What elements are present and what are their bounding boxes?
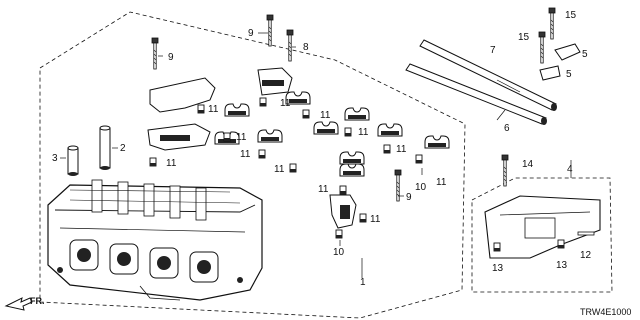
callout-11-j: 11 (318, 184, 329, 195)
callout-7: 7 (490, 45, 496, 56)
sleeve-12 (335, 229, 343, 239)
sleeve-13-b (557, 239, 565, 249)
rocker-shaft-7 (419, 39, 557, 111)
part-3-sleeve (67, 145, 79, 176)
callout-4: 4 (567, 164, 573, 175)
sleeve-4 (223, 132, 231, 142)
leader-lines (60, 32, 572, 278)
callout-11-e: 11 (358, 127, 369, 138)
sleeve-3 (302, 109, 310, 119)
cap-b2 (313, 121, 339, 135)
callout-11: 11 (436, 177, 447, 188)
sleeve-5 (344, 127, 352, 137)
bolt-14 (501, 154, 509, 187)
bearing-cap-group (147, 67, 293, 151)
plate-5-upper (554, 43, 581, 61)
cap-a3 (344, 107, 370, 121)
callout-11-g: 11 (240, 149, 251, 160)
callouts-11-group: 11 11 11 11 11 11 11 11 11 11 11 (166, 98, 407, 225)
sleeve-2 (259, 97, 267, 107)
callout-5-upper: 5 (582, 49, 588, 60)
cap-a1 (224, 103, 250, 117)
diagram-code: TRW4E1000 (580, 307, 631, 317)
cover-4 (484, 195, 601, 259)
sleeve-11 (359, 213, 367, 223)
callout-11-d: 11 (236, 132, 247, 143)
callout-15-lower: 15 (518, 32, 530, 43)
sleeve-13 (415, 154, 423, 164)
callout-14: 14 (522, 159, 534, 170)
cap-b3 (377, 123, 403, 137)
sleeve-6 (149, 157, 157, 167)
callout-8: 8 (303, 42, 309, 53)
bolt-8 (286, 29, 294, 62)
cap-b1 (257, 129, 283, 143)
rocker-shaft-6 (405, 63, 547, 125)
plate-5-lower (539, 65, 561, 81)
callout-9-top: 9 (248, 28, 254, 39)
callout-9-left: 9 (168, 52, 174, 63)
callout-11-f: 11 (166, 158, 177, 169)
bolt-15-lower (538, 31, 546, 64)
sleeve-1 (197, 104, 205, 114)
callout-2: 2 (120, 143, 126, 154)
callout-11-k: 11 (370, 214, 381, 225)
callout-11-c: 11 (320, 110, 331, 121)
group-1-outline (39, 11, 466, 319)
callout-3: 3 (52, 153, 58, 164)
bolt-15-top (548, 7, 556, 40)
callout-11-a: 11 (208, 104, 219, 115)
sleeve-9 (383, 144, 391, 154)
callout-15-top: 15 (565, 10, 577, 21)
bolt-9-top (266, 14, 274, 47)
callout-5-lower: 5 (566, 69, 572, 80)
callout-11-i: 11 (396, 144, 407, 155)
cylinder-head (47, 179, 263, 301)
callout-6: 6 (504, 123, 510, 134)
callout-10-right: 10 (415, 182, 427, 193)
part-2-sleeve (99, 125, 111, 170)
bolt-9-right (394, 169, 402, 202)
cap-c2 (424, 135, 450, 149)
sleeve-13-a (493, 242, 501, 252)
callout-12: 12 (580, 250, 592, 261)
cap-d1 (339, 151, 365, 165)
callout-10-left: 10 (333, 247, 345, 258)
cap-d2 (339, 163, 365, 177)
callout-13-right: 13 (556, 260, 568, 271)
sleeve-8 (289, 163, 297, 173)
front-direction-arrow: FR. (4, 296, 45, 311)
front-label: FR. (30, 296, 45, 306)
callout-11-b: 11 (280, 98, 291, 109)
sleeve-10 (339, 185, 347, 195)
callout-1: 1 (360, 277, 366, 288)
bolt-9-left (151, 37, 159, 70)
callout-11-h: 11 (274, 164, 285, 175)
callout-9-right: 9 (406, 192, 412, 203)
callout-13-left: 13 (492, 263, 504, 274)
sleeve-7 (258, 149, 266, 159)
pin-12 (577, 231, 595, 236)
